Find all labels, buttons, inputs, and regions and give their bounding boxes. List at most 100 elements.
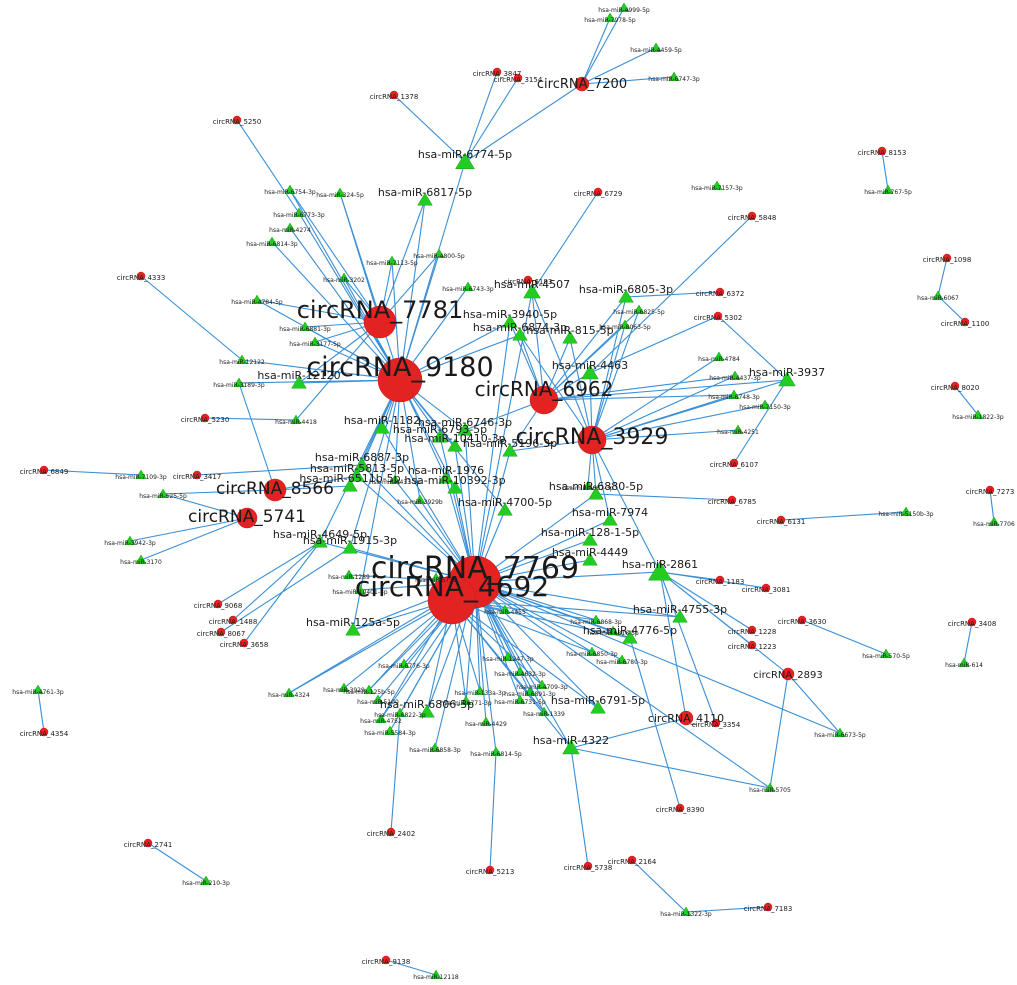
node-label-c6131: circRNA_6131 [757, 518, 806, 526]
node-label-c5250: circRNA_5250 [213, 118, 262, 126]
edge-c3929-s4784 [591, 356, 720, 441]
edge-c6962-s8063 [543, 324, 626, 401]
circrna-node-c7183 [763, 902, 773, 912]
edge-c5738-m4322 [570, 747, 589, 867]
edge-c1223-m2861 [659, 571, 753, 646]
node-label-s6771: hsa-miR-6771-3p [440, 700, 492, 707]
circrna-node-c1223 [747, 640, 757, 650]
mirna-node-s525 [157, 488, 169, 498]
mirna-node-m4755 [672, 609, 688, 623]
circrna-node-c5302 [713, 311, 723, 321]
node-label-s6822: hsa-miR-6822-3p [374, 712, 426, 719]
circrna-node-c3354 [711, 718, 721, 728]
edge-c7273-s7706 [989, 489, 995, 523]
circrna-node-c3081 [761, 583, 771, 593]
mirna-node-s4784 [713, 351, 725, 361]
circrna-node-c9138 [381, 955, 391, 965]
edge-c3354-m2861 [659, 571, 717, 724]
mirna-node-m4776 [622, 630, 638, 644]
edge-c9180-s3189 [238, 379, 401, 384]
edge-c5741-s525 [162, 493, 248, 519]
node-label-c4692: circRNA_4692 [355, 570, 549, 603]
mirna-node-s6868 [590, 614, 602, 624]
node-label-s4274: hsa-miR-4274 [269, 227, 311, 234]
mirna-node-s6673 [834, 727, 846, 737]
node-label-m2861: hsa-miR-2861 [622, 558, 698, 571]
circrna-node-c6962 [529, 385, 559, 415]
circrna-node-c5741 [236, 507, 258, 529]
node-label-s7113: hsa-miR-7113-5p [366, 260, 418, 267]
node-label-c8153: circRNA_8153 [858, 149, 907, 157]
mirna-node-s6748 [728, 389, 740, 399]
edge-c3929-m815 [569, 337, 593, 441]
node-label-s6858: hsa-miR-6858-3p [409, 747, 461, 754]
mirna-node-s10401 [354, 584, 366, 594]
edge-c5741-s3170 [140, 517, 248, 561]
edge-c3929-m6874 [519, 334, 593, 441]
node-layer [32, 2, 1000, 979]
mirna-node-s7109 [135, 469, 147, 479]
node-label-s3202: hsa-miR-3202 [323, 277, 365, 284]
mirna-node-s5705 [764, 782, 776, 792]
mirna-node-s3189 [233, 377, 245, 387]
edge-c2402-s6822 [390, 712, 401, 833]
mirna-node-s3177 [309, 336, 321, 346]
mirna-node-s324 [334, 187, 346, 197]
node-label-s3189: hsa-miR-3189-3p [213, 382, 265, 389]
node-label-c7183: circRNA_7183 [744, 905, 793, 913]
mirna-node-s4784b [251, 294, 263, 304]
node-label-s3929: hsa-miR-3929 [323, 687, 365, 694]
mirna-node-s7150 [759, 399, 771, 409]
edge-c8566-m6511 [274, 485, 351, 491]
edge-c8153-s767 [881, 150, 889, 191]
edge-c5302-m4463 [589, 315, 719, 374]
node-label-s4455: hsa-miR-4455 [484, 609, 526, 616]
mirna-node-s4324 [283, 687, 295, 697]
edge-c8390-m4776 [629, 637, 681, 809]
mirna-node-s4632 [514, 666, 526, 676]
node-label-s1247: hsa-miR-1247-3p [482, 656, 534, 663]
edge-c6785-m6880 [595, 493, 733, 501]
node-label-s4999: hsa-miR-4999-5p [598, 7, 650, 14]
circrna-node-c6849 [39, 465, 49, 475]
mirna-node-s12118 [430, 969, 442, 979]
node-label-m4755: hsa-miR-4755-3p [633, 603, 727, 616]
circrna-node-c6183 [523, 275, 533, 285]
edge-c6962-m3937 [543, 379, 788, 401]
node-label-c5302: circRNA_5302 [694, 314, 743, 322]
edge-c7769-m1182 [381, 427, 476, 583]
node-label-s6868: hsa-miR-6868-3p [570, 619, 622, 626]
node-label-m4322: hsa-miR-4322 [533, 734, 609, 747]
node-label-m4463: hsa-miR-4463 [552, 359, 628, 372]
mirna-node-m4507 [523, 283, 541, 299]
node-label-c2893: circRNA_2893 [753, 670, 822, 681]
edge-c7781-m12120 [298, 321, 381, 384]
mirna-node-m5813 [349, 468, 365, 482]
node-label-m1915: hsa-miR-1915-3p [303, 534, 397, 547]
edge-c6131-s5150 [780, 511, 907, 521]
node-label-s6816: hsa-miR-6816-5p [587, 630, 639, 637]
edge-c4692-s6850 [451, 599, 593, 653]
edge-c9180-s4274 [289, 227, 401, 381]
edge-c6962-m4507 [531, 291, 545, 401]
circrna-node-c6785 [727, 495, 737, 505]
node-label-s6067: hsa-miR-6067 [917, 295, 959, 302]
node-label-s6891: hsa-miR-6891-3p [504, 691, 556, 698]
mirna-node-s6780 [616, 654, 628, 664]
mirna-node-m128 [582, 532, 598, 546]
node-label-c4110: circRNA_4110 [648, 712, 724, 725]
node-label-m10392: hsa-miR-10392-3p [404, 474, 505, 487]
node-label-m4649: hsa-miR-4649-5p [273, 528, 367, 541]
edge-c5250-s6773 [236, 119, 300, 214]
edge-c3417-m6887 [196, 464, 363, 476]
edge-c7200-s4459 [581, 47, 657, 85]
node-label-c5848: circRNA_5848 [728, 214, 777, 222]
node-label-s6850: hsa-miR-6850-3p [566, 651, 618, 658]
node-label-m4700: hsa-miR-4700-5p [458, 496, 552, 509]
mirna-node-s6814 [266, 236, 278, 246]
node-label-s3177: hsa-miR-3177-5p [289, 341, 341, 348]
circrna-node-c3154 [513, 73, 523, 83]
node-label-s1822: hsa-miR-1822-3p [952, 414, 1004, 421]
edge-c9180-s6773 [298, 212, 401, 381]
